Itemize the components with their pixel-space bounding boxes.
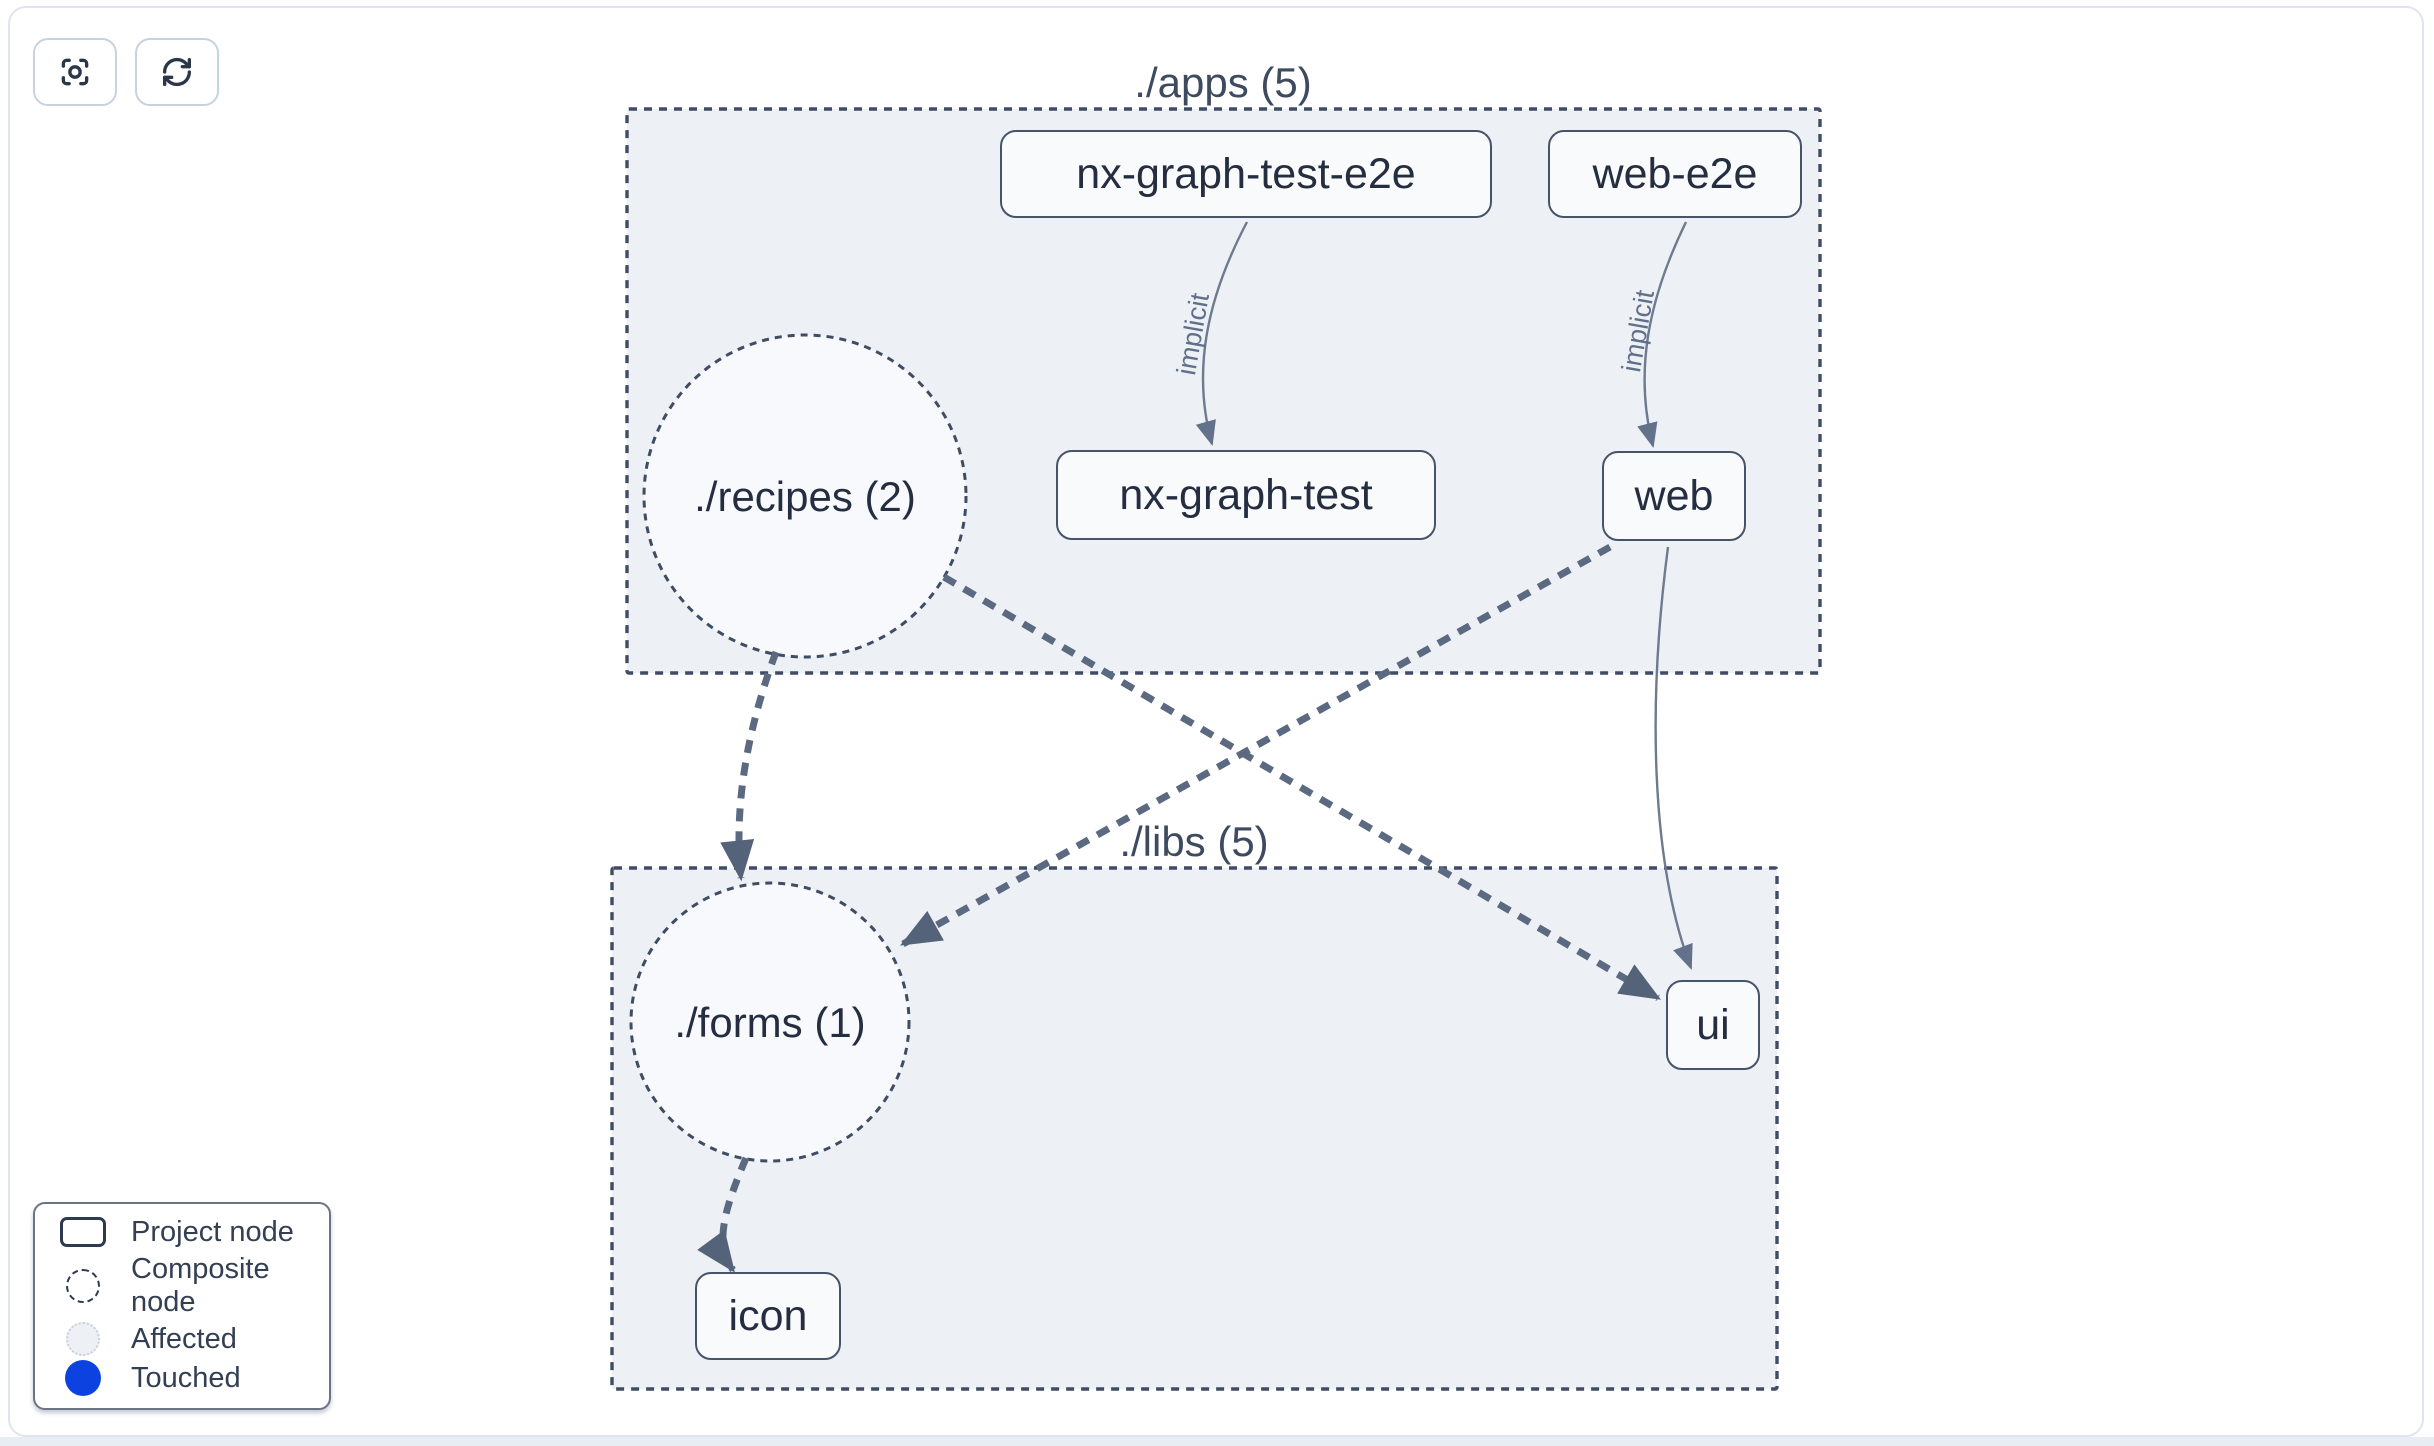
- edge-recipes-to-forms: [720, 650, 780, 882]
- project-node-icon[interactable]: icon: [695, 1272, 841, 1360]
- refresh-icon: [157, 52, 197, 92]
- legend-label: Affected: [131, 1322, 237, 1355]
- refresh-graph-button[interactable]: [135, 38, 219, 106]
- legend-item-touched: Touched: [35, 1360, 329, 1397]
- edge-nx-graph-test-e2e-to-nx-graph-test: [1195, 221, 1249, 447]
- bottom-panel-edge: [0, 1437, 2434, 1446]
- legend-label: Project node: [131, 1215, 294, 1248]
- legend-item-composite-node: Composite node: [35, 1253, 329, 1319]
- center-graph-button[interactable]: [33, 38, 117, 106]
- graph-toolbar: [33, 38, 219, 106]
- edge-forms-to-icon: [697, 1156, 750, 1273]
- edge-recipes-to-ui: [942, 573, 1661, 1002]
- legend: Project node Composite node Affected Tou…: [33, 1202, 331, 1410]
- legend-item-project-node: Project node: [35, 1216, 329, 1249]
- project-node-nx-graph-test[interactable]: nx-graph-test: [1056, 450, 1436, 540]
- affected-swatch: [66, 1322, 100, 1357]
- composite-node-forms-label: ./forms (1): [674, 999, 865, 1046]
- composite-node-recipes[interactable]: [642, 333, 968, 659]
- cluster-apps-title: ./apps (5): [1134, 59, 1311, 106]
- cluster-libs-title: ./libs (5): [1119, 818, 1268, 865]
- composite-node-swatch: [66, 1268, 100, 1303]
- legend-label: Touched: [131, 1361, 241, 1394]
- composite-node-forms[interactable]: [629, 881, 911, 1163]
- project-node-nx-graph-test-e2e[interactable]: nx-graph-test-e2e: [1000, 130, 1492, 218]
- project-node-ui[interactable]: ui: [1666, 980, 1760, 1070]
- project-node-swatch: [60, 1217, 106, 1248]
- edge-web-e2e-to-web: [1637, 221, 1688, 449]
- edge-web-to-ui: [1654, 546, 1693, 970]
- legend-item-affected: Affected: [35, 1322, 329, 1357]
- edge-web-to-forms: [900, 543, 1612, 948]
- touched-swatch: [65, 1360, 101, 1397]
- legend-label: Composite node: [131, 1252, 270, 1318]
- project-node-web[interactable]: web: [1602, 451, 1746, 541]
- focus-icon: [55, 52, 95, 92]
- project-node-web-e2e[interactable]: web-e2e: [1548, 130, 1802, 218]
- composite-node-recipes-label: ./recipes (2): [694, 473, 916, 520]
